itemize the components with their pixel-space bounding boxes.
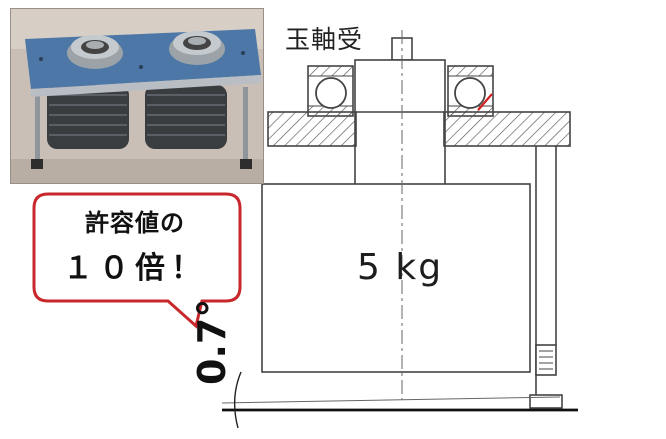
- bearing-ball-left: [315, 77, 347, 109]
- bearing-unit-right: [169, 31, 225, 65]
- callout-line-1: 許容値の: [85, 209, 185, 237]
- tilted-ground-line: [221, 396, 561, 404]
- shaft: [354, 59, 446, 186]
- tilt-mark: [477, 93, 493, 111]
- tilt-angle-label: 0.7°: [190, 298, 234, 385]
- ball-bearing-label: 玉軸受: [285, 25, 364, 54]
- weight-label: 5 kg: [357, 247, 444, 288]
- weight-block: [261, 183, 531, 373]
- top-plate: [267, 111, 571, 147]
- callout-line-2: １０倍！: [63, 251, 207, 286]
- bearing-unit-left: [67, 35, 123, 69]
- test-rig-photo: [10, 8, 264, 184]
- weight-stack-right: [145, 85, 227, 149]
- bearing-ball-right: [454, 77, 486, 109]
- angle-arc: [233, 371, 242, 429]
- callout-bubble: [32, 192, 242, 329]
- support-leg: [529, 146, 563, 409]
